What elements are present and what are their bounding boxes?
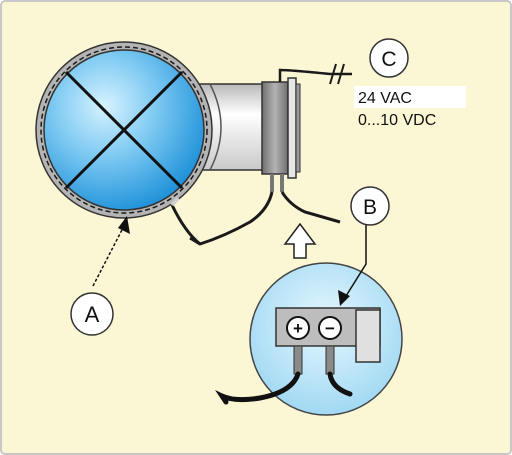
label-c-text: C	[381, 48, 396, 71]
cable-break-icon	[329, 63, 345, 85]
pointer-b	[338, 222, 367, 306]
terminal-block-icon	[275, 307, 381, 375]
supply-voltage-text: 24 VAC	[358, 90, 412, 107]
label-c	[369, 38, 409, 78]
minus-terminal-icon	[318, 316, 342, 340]
plus-terminal-icon	[286, 316, 310, 340]
label-b-text: B	[363, 196, 377, 219]
pointer-a	[92, 216, 130, 287]
cable-icon	[215, 371, 353, 405]
plus-terminal-text: +	[293, 319, 303, 338]
supply-label-box	[354, 86, 466, 108]
control-signal-text: 0...10 VDC	[358, 112, 436, 129]
label-a	[70, 292, 114, 336]
actuator-icon	[261, 77, 301, 179]
actuator-wires	[170, 174, 341, 246]
supply-cable	[278, 68, 352, 82]
minus-terminal-text: −	[325, 319, 335, 338]
up-arrow-icon	[283, 222, 317, 259]
label-b	[350, 186, 390, 226]
damper-disc-icon	[35, 41, 213, 219]
label-a-text: A	[85, 302, 100, 327]
